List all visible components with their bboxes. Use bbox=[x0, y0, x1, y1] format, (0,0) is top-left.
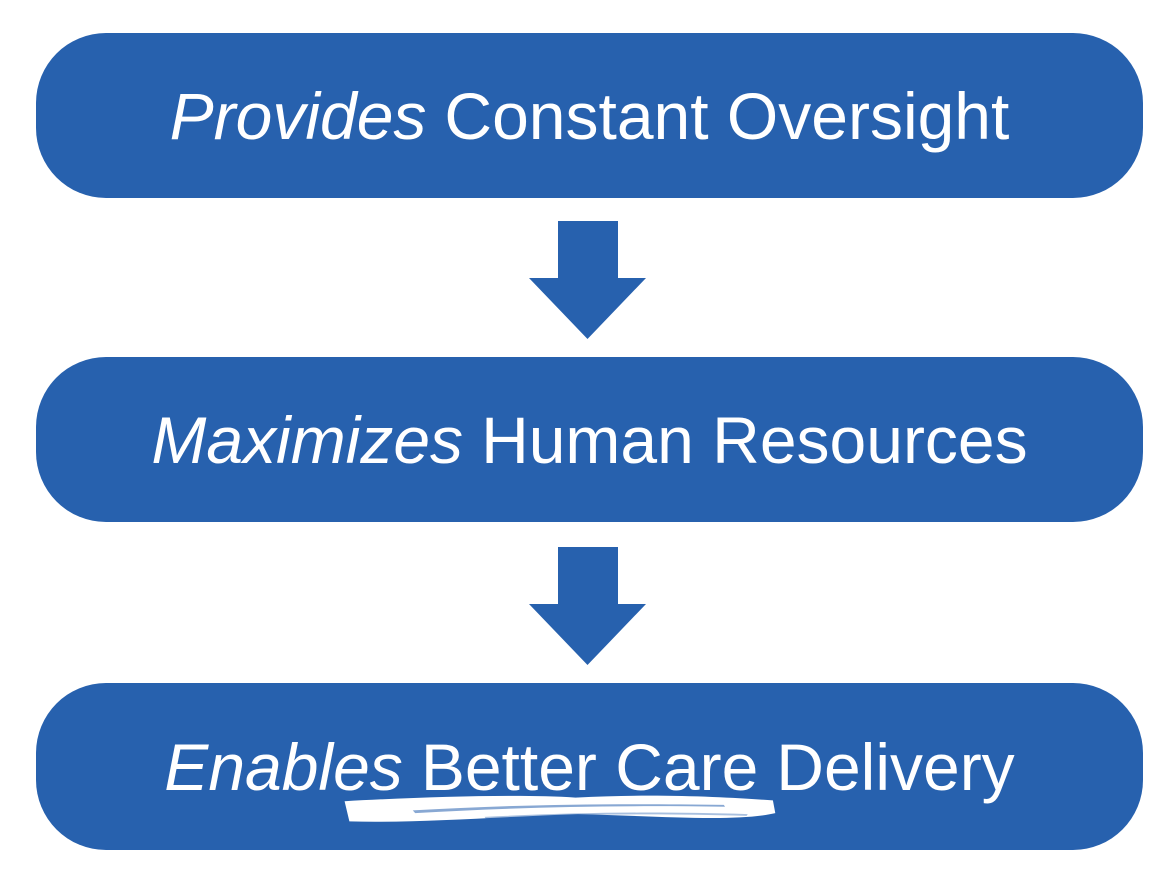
step-box-human-resources: Maximizes Human Resources bbox=[36, 357, 1143, 522]
step-text: Better Care bbox=[420, 729, 759, 804]
step-text: Constant Oversight bbox=[444, 78, 1010, 153]
arrow-down-icon bbox=[529, 221, 646, 339]
step-emphasis-text: Enables bbox=[164, 729, 403, 804]
step-emphasis-text: Maximizes bbox=[151, 402, 464, 477]
step-emphasis-text: Provides bbox=[169, 78, 427, 153]
arrow-down-icon bbox=[529, 547, 646, 665]
brush-underline-icon bbox=[344, 795, 776, 822]
step-text: Human Resources bbox=[481, 402, 1028, 477]
step-box-constant-oversight: Provides Constant Oversight bbox=[36, 33, 1143, 198]
step-text: Delivery bbox=[776, 729, 1015, 804]
underlined-phrase: Better Care bbox=[344, 734, 776, 822]
step-box-better-care-delivery: Enables Better Care Delivery bbox=[36, 683, 1143, 850]
